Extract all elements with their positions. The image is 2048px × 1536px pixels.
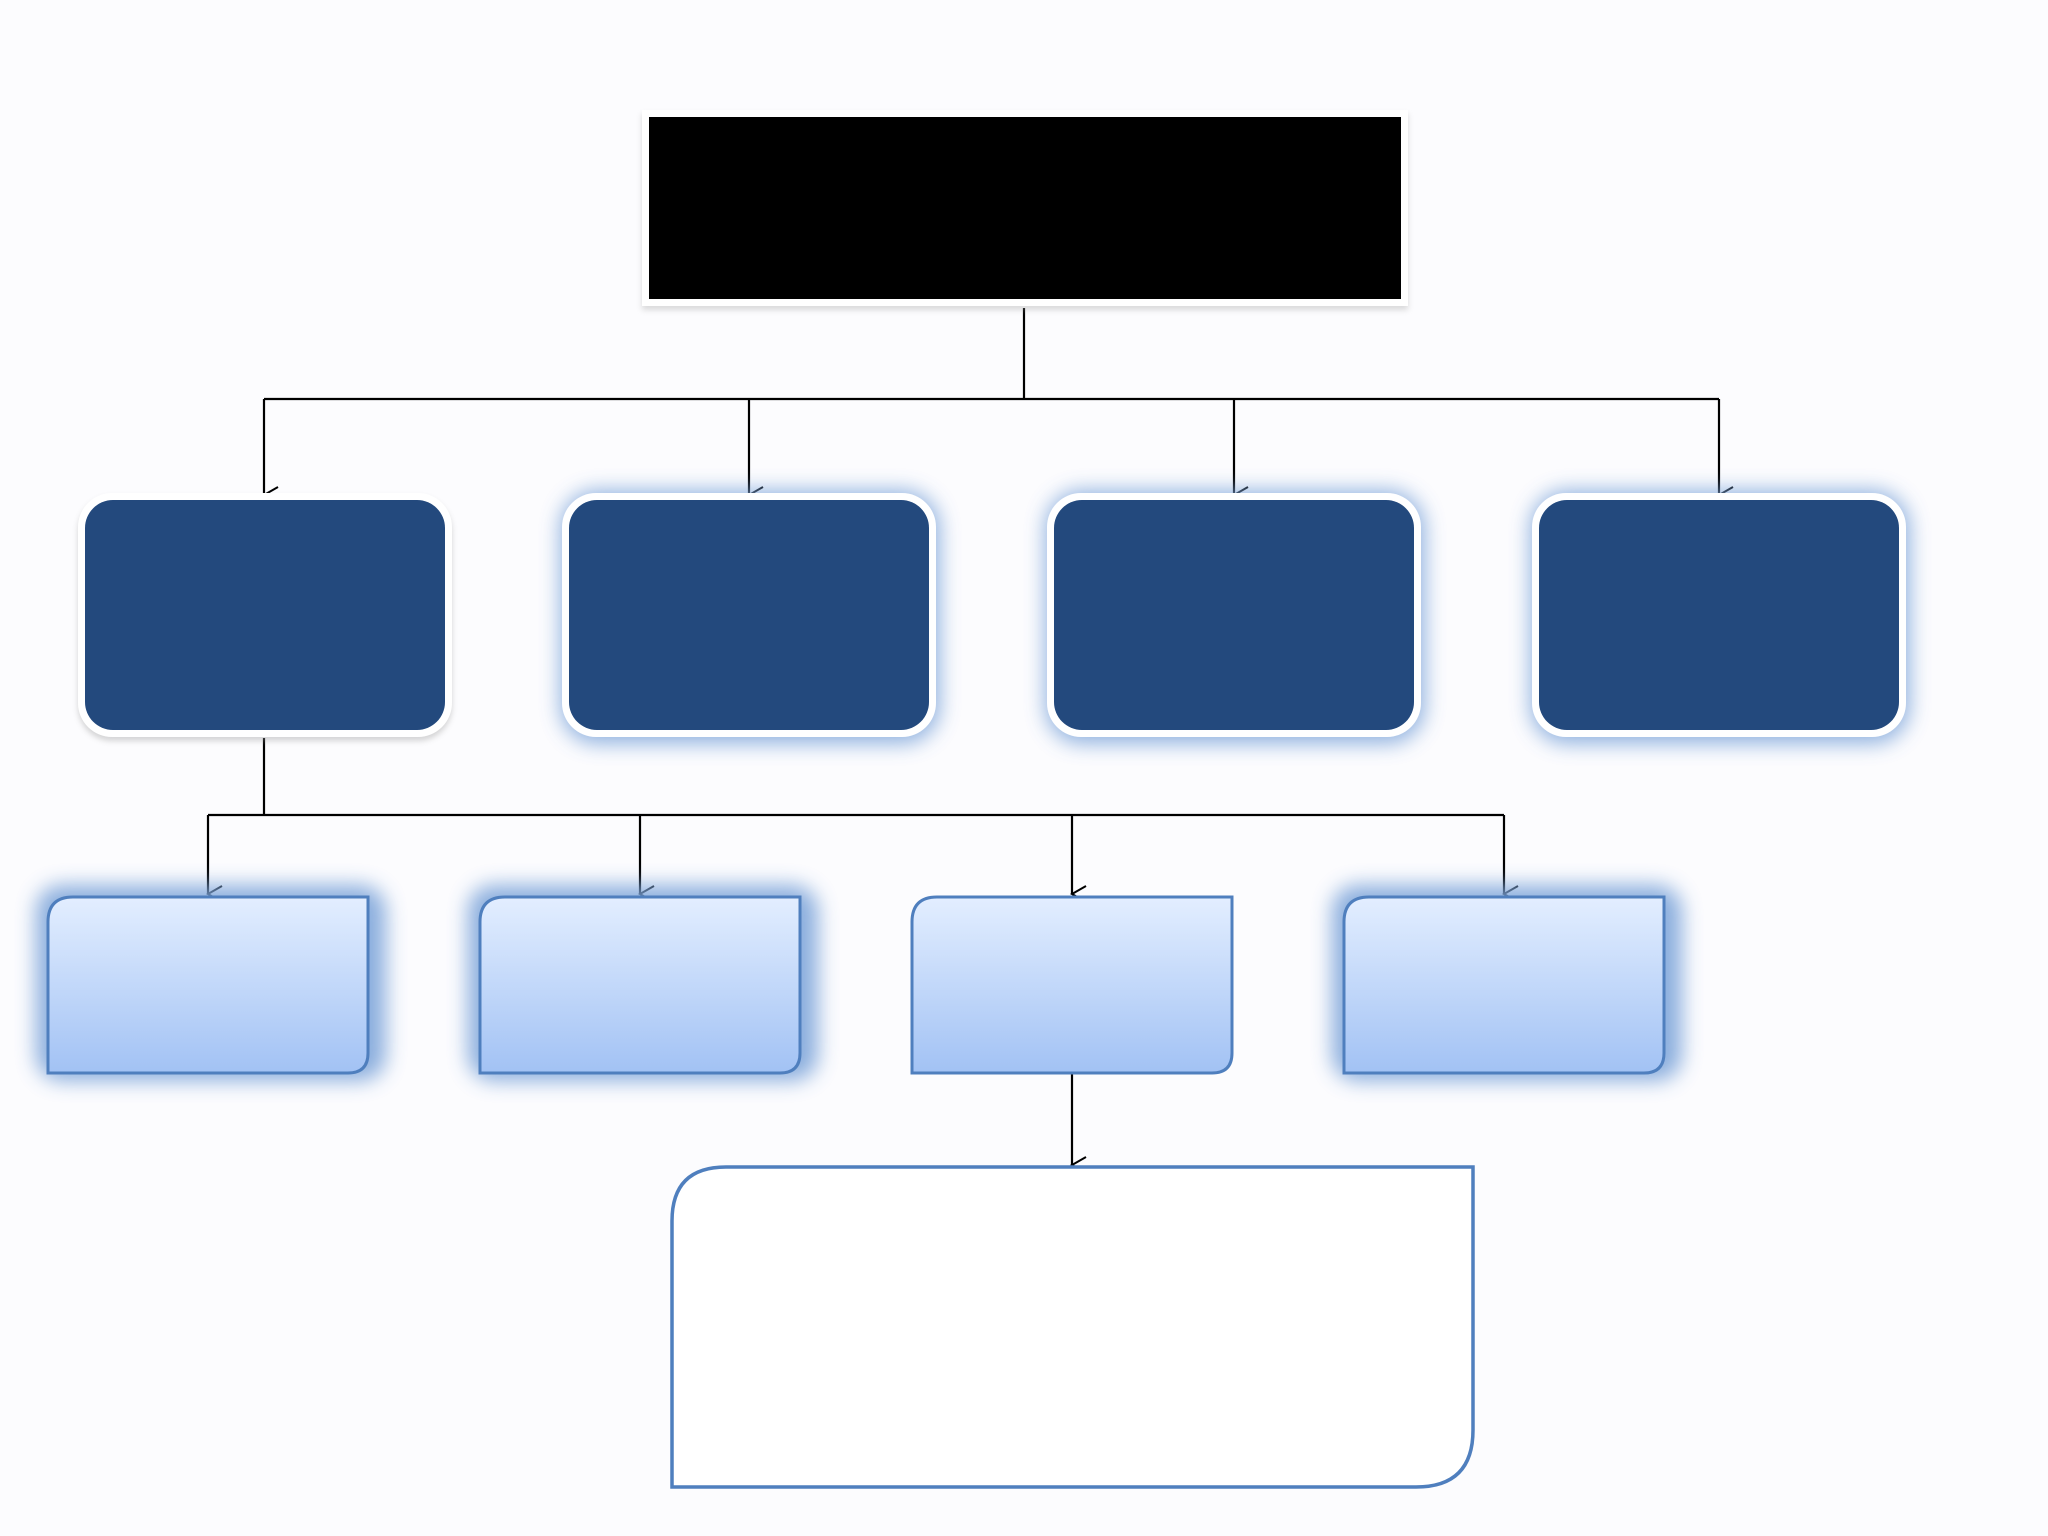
root-node <box>642 110 1408 310</box>
level2-node-1 <box>36 885 386 1081</box>
level3-node-1 <box>670 1165 1475 1489</box>
connectors <box>208 308 1719 1165</box>
level1-node-3 <box>1045 490 1425 744</box>
level2-node-2 <box>468 885 818 1081</box>
level1-node-1 <box>78 493 452 741</box>
level2-node-3 <box>910 895 1234 1075</box>
level1-node-4 <box>1530 490 1910 744</box>
level1-node-2 <box>560 490 940 744</box>
level2-node-4 <box>1332 885 1682 1081</box>
